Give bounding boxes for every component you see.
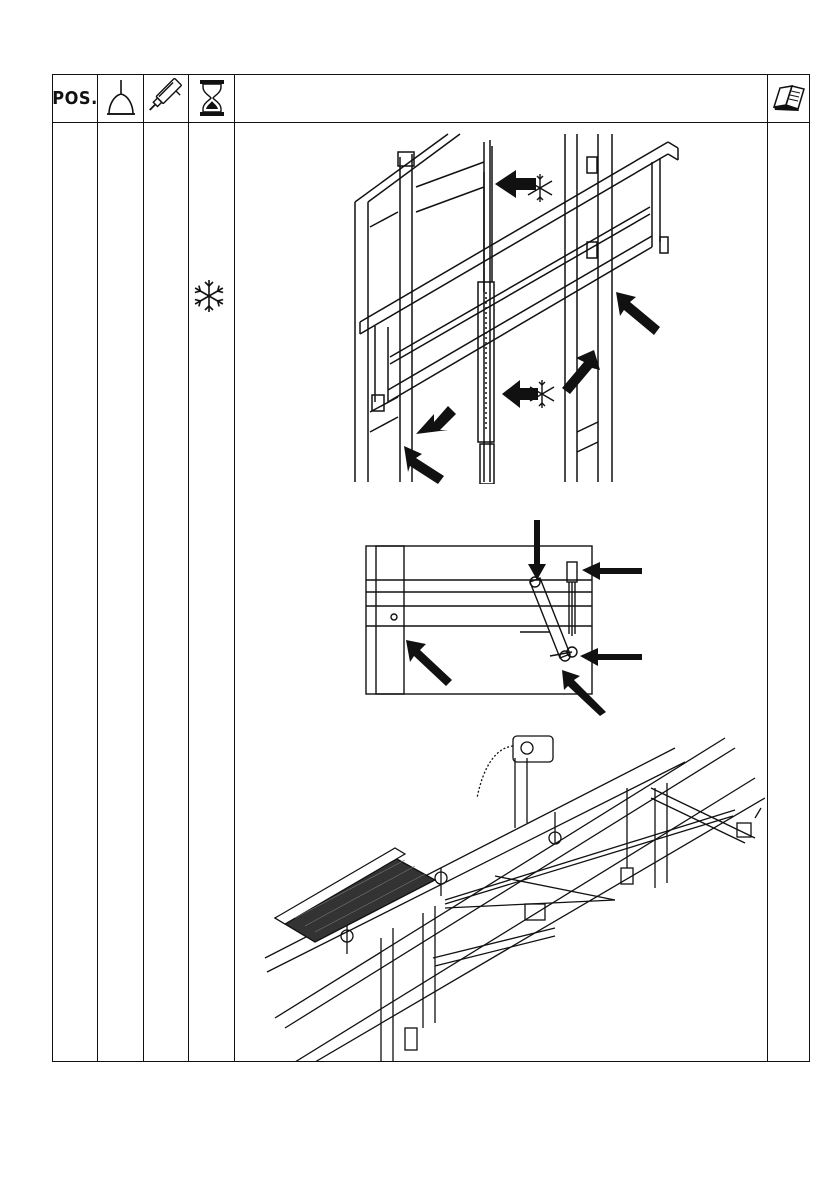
snowflake-icon (190, 277, 228, 315)
column-divider-1 (97, 74, 98, 1062)
gas-strut-linkage-figure (360, 516, 650, 716)
lubrication-oil-can-icon (103, 78, 139, 118)
column-divider-5 (767, 74, 768, 1062)
column-divider-3 (188, 74, 189, 1062)
oil-header (98, 74, 143, 122)
pos-header: POS. (53, 74, 97, 122)
hourglass-interval-icon (199, 79, 225, 117)
snowflake-icon (528, 174, 554, 408)
column-divider-4 (234, 74, 235, 1062)
header-divider (52, 122, 810, 123)
manual-header (768, 74, 810, 122)
column-divider-2 (143, 74, 144, 1062)
pos-label: POS. (52, 88, 97, 109)
interval-header (189, 74, 234, 122)
footrest-linkage-figure (255, 728, 765, 1062)
manual-book-icon (771, 83, 807, 113)
grease-header (144, 74, 188, 122)
frame-lubrication-figure (330, 132, 690, 484)
grease-gun-icon (146, 78, 186, 118)
